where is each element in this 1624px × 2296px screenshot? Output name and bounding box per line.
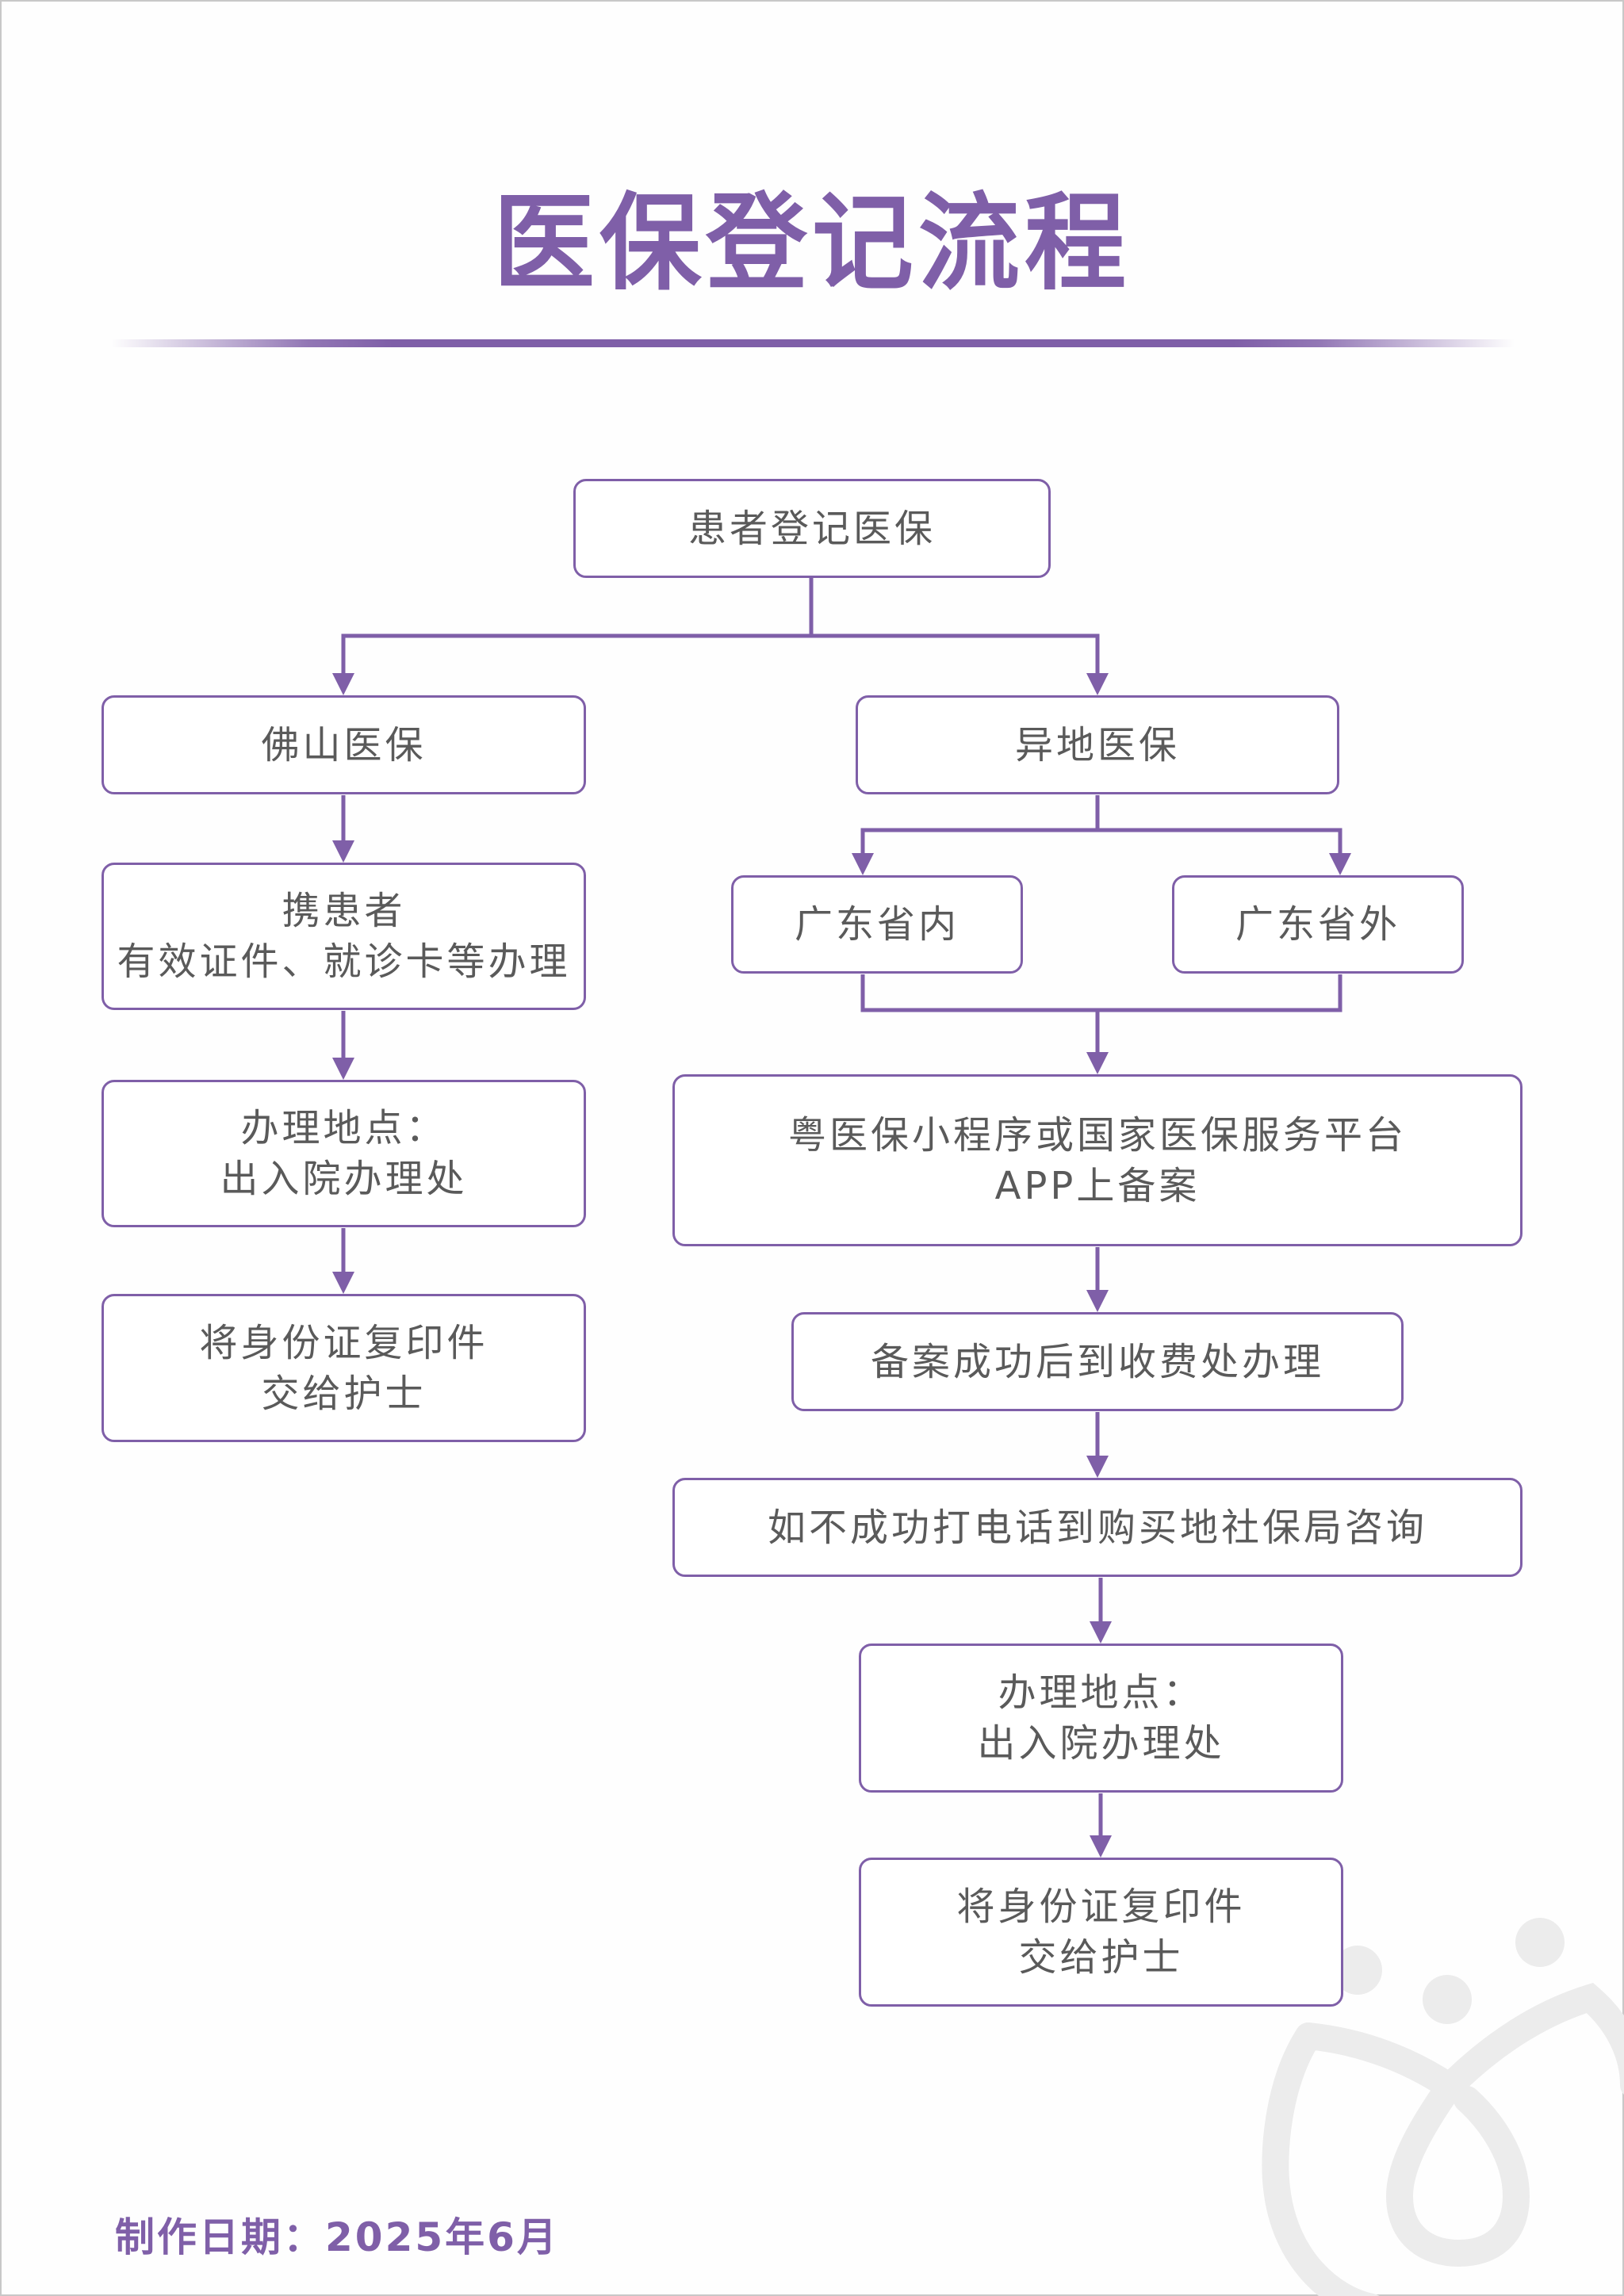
node-text-line: 将身份证复印件 [199, 1320, 488, 1365]
arrow-foshan-step3 [332, 1272, 354, 1294]
node-nonlocal-submit-id-copy: 将身份证复印件交给护士 [859, 1858, 1343, 2007]
node-foshan-submit-id-copy: 将身份证复印件交给护士 [102, 1294, 586, 1442]
arrow-to-out-province [1329, 853, 1351, 875]
arrow-to-cashier [1086, 1290, 1109, 1312]
node-text-line: 办理地点： [998, 1670, 1205, 1715]
node-text-line: 出入院办理处 [220, 1157, 468, 1201]
node-nonlocal-insurance: 异地医保 [856, 695, 1339, 794]
node-text-line: 将身份证复印件 [956, 1885, 1246, 1929]
node-text-line: 有效证件、就诊卡等办理 [117, 939, 571, 984]
arrow-to-online-filing [1086, 1052, 1109, 1074]
arrow-to-location [1090, 1621, 1112, 1644]
node-text-line: 广东省外 [1235, 902, 1400, 947]
node-text-line: 如不成功打电话到购买地社保局咨询 [767, 1505, 1427, 1550]
node-text-line: 广东省内 [794, 902, 959, 947]
node-text-line: APP上备案 [994, 1163, 1201, 1208]
node-text-line: 佛山医保 [261, 722, 427, 767]
node-foshan-location: 办理地点： 出入院办理处 [102, 1080, 586, 1227]
node-call-social-security: 如不成功打电话到购买地社保局咨询 [672, 1478, 1522, 1577]
arrow-foshan-step1 [332, 840, 354, 863]
node-foshan-insurance: 佛山医保 [102, 695, 586, 794]
arrow-foshan-step2 [332, 1058, 354, 1080]
production-date: 制作日期：2025年6月 [115, 2206, 559, 2263]
node-register-insurance: 患者登记医保 [573, 479, 1051, 578]
node-text-line: 患者登记医保 [688, 506, 936, 551]
arrow-to-nonlocal [1086, 673, 1109, 695]
arrow-to-in-province [852, 853, 874, 875]
connector-nonlocal-branch [860, 828, 1342, 855]
node-text-line: 办理地点： [240, 1106, 447, 1150]
node-text-line: 携患者 [282, 889, 406, 933]
node-text-line: 出入院办理处 [977, 1721, 1225, 1766]
node-nonlocal-location: 办理地点： 出入院办理处 [859, 1644, 1343, 1793]
node-text-line: 粤医保小程序或国家医保服务平台 [787, 1112, 1407, 1158]
connector-root-branch [341, 633, 1100, 675]
page-title: 医保登记流程 [492, 182, 1131, 305]
node-text-line: 异地医保 [1014, 722, 1180, 767]
node-after-filing-cashier: 备案成功后到收费处办理 [791, 1312, 1404, 1411]
node-text-line: 交给护士 [1018, 1935, 1184, 1980]
node-out-province: 广东省外 [1172, 875, 1464, 974]
arrow-to-call [1086, 1456, 1109, 1478]
node-online-filing: 粤医保小程序或国家医保服务平台 APP上备案 [672, 1074, 1522, 1246]
node-text-line: 交给护士 [261, 1371, 427, 1416]
title-divider [111, 339, 1515, 347]
production-date-value: 2025年6月 [325, 2214, 559, 2260]
node-in-province: 广东省内 [731, 875, 1023, 974]
node-foshan-bring-documents: 携患者有效证件、就诊卡等办理 [102, 863, 586, 1010]
arrow-to-submit-id [1090, 1835, 1112, 1858]
production-date-label: 制作日期： [115, 2214, 325, 2260]
arrow-to-foshan [332, 673, 354, 695]
node-text-line: 备案成功后到收费处办理 [870, 1339, 1324, 1384]
connector-merge [860, 974, 1342, 1012]
flower-logo-icon [1262, 1918, 1624, 2296]
